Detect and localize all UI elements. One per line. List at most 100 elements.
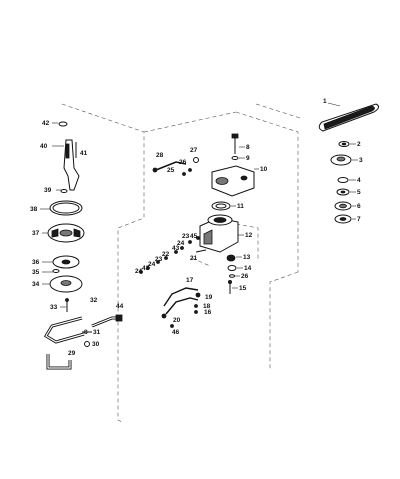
callout-33: 33 [50, 304, 58, 311]
callout-37: 37 [32, 230, 40, 237]
part-43-screw [174, 250, 178, 254]
part-17-harness-2 [165, 297, 199, 315]
callout-46: 46 [172, 329, 180, 336]
pulley-stack [330, 141, 352, 224]
callout-43-top: 43 [172, 245, 180, 252]
callout-8-lower: 8 [84, 329, 88, 336]
part-34-flywheel-hub [60, 280, 72, 286]
callout-21: 21 [190, 255, 198, 262]
callout-26-right: 26 [241, 273, 249, 280]
callout-36: 36 [32, 259, 40, 266]
part-13-nut [226, 254, 236, 262]
callout-31: 31 [93, 329, 101, 336]
callout-32: 32 [90, 297, 98, 304]
callout-24-top: 24 [177, 240, 185, 247]
callout-4: 4 [357, 177, 361, 184]
part-3-hub [336, 156, 346, 162]
linkage-group [152, 157, 199, 176]
part-24-spacer [146, 266, 150, 270]
part-11-bearing-inner [215, 203, 227, 209]
part-17-harness [163, 287, 199, 307]
part-21-pin [195, 249, 207, 253]
callout-22: 22 [162, 251, 170, 258]
callout-17: 17 [186, 277, 194, 284]
left-stack [47, 121, 85, 312]
part-16-washer [194, 310, 198, 314]
callout-23-low: 23 [155, 256, 163, 263]
part-10-housing [211, 165, 255, 197]
callout-16: 16 [204, 309, 212, 316]
part-43-spacer [139, 270, 143, 274]
callout-11: 11 [237, 203, 244, 210]
part-37-coil-2 [73, 228, 81, 238]
part-10-boss [240, 175, 248, 181]
callout-45: 45 [190, 233, 198, 240]
part-46-clip [170, 324, 174, 328]
callout-23-top: 23 [182, 233, 190, 240]
callout-24-low: 24 [135, 268, 143, 275]
part-30-clip [84, 341, 90, 347]
callout-39: 39 [44, 187, 52, 194]
part-20-terminal [161, 313, 167, 319]
callout-1: 1 [323, 98, 327, 105]
part-27-clip [193, 157, 199, 163]
callout-10: 10 [260, 166, 268, 173]
callout-5: 5 [357, 189, 361, 196]
part-29-bracket-core [47, 354, 71, 369]
part-7-hole [339, 217, 347, 221]
callout-24-mid: 24 [148, 261, 156, 268]
part-32-tube-core [45, 317, 85, 343]
part-37-coil [51, 228, 59, 238]
callout-26-left: 26 [179, 159, 187, 166]
part-4-washer [337, 177, 349, 183]
wiring-group [161, 287, 201, 328]
part-37-stator-hub [59, 229, 73, 237]
part-14-spacer [227, 265, 237, 271]
part-23-screw [188, 240, 192, 244]
callout-25: 25 [167, 167, 175, 174]
callout-14: 14 [244, 265, 252, 272]
part-44-fitting [115, 314, 123, 322]
part-38-snap-ring-inner [52, 202, 80, 214]
part-2-hole [341, 142, 347, 146]
tube-group [43, 314, 123, 370]
part-45-screw [196, 236, 200, 240]
callout-28: 28 [156, 152, 164, 159]
drive-belt-back [323, 105, 375, 130]
part-12-flange [203, 229, 213, 245]
part-15-bolt-head [227, 279, 232, 284]
callout-41: 41 [80, 150, 88, 157]
exploded-boundary-lines [61, 103, 301, 423]
callout-9: 9 [246, 155, 250, 162]
part-19-connector [195, 292, 201, 298]
part-8-bolt-head [231, 133, 239, 139]
callout-labels: 1 2 3 4 5 6 7 8 9 10 11 12 13 14 26 15 1… [30, 98, 363, 357]
part-9-washer [231, 156, 239, 160]
callout-12: 12 [245, 232, 253, 239]
part-28-rod [155, 161, 187, 171]
leader-lines [40, 102, 358, 308]
callout-29: 29 [68, 350, 76, 357]
part-29-bracket [46, 354, 72, 370]
part-28-rod-end [152, 167, 158, 173]
callout-2: 2 [357, 141, 361, 148]
part-35-washer [52, 269, 60, 273]
upper-housing [211, 133, 255, 211]
part-26-clip [188, 168, 192, 172]
part-24-washer [180, 246, 184, 250]
callout-13: 13 [243, 254, 251, 261]
callout-30: 30 [92, 341, 100, 348]
callout-44: 44 [116, 303, 124, 310]
callout-42: 42 [42, 120, 50, 127]
callout-8: 8 [246, 144, 250, 151]
callout-38: 38 [30, 206, 38, 213]
main-housing [199, 214, 239, 294]
part-18-screw [194, 304, 198, 308]
part-12-bore [213, 217, 227, 223]
part-40-shaft-key [65, 143, 70, 159]
callout-40: 40 [40, 143, 48, 150]
part-39-washer [60, 189, 68, 193]
callout-19: 19 [205, 294, 213, 301]
callout-6: 6 [357, 203, 361, 210]
